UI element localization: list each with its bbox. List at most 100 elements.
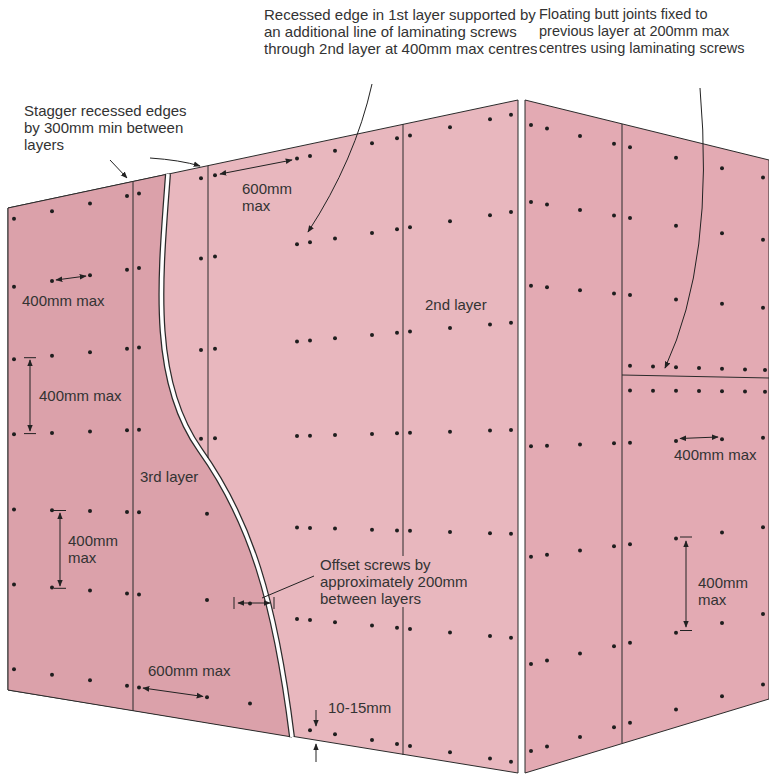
screw-dot xyxy=(395,431,399,435)
screw-dot xyxy=(578,443,582,447)
screw-dot xyxy=(651,365,655,369)
screw-dot xyxy=(213,436,217,440)
leader-line xyxy=(308,84,372,232)
screw-dot xyxy=(333,732,337,736)
screw-dot xyxy=(395,331,399,335)
screw-dot xyxy=(395,742,399,746)
dimension-tick xyxy=(54,510,66,511)
dimension-tick xyxy=(24,433,36,434)
screw-dot xyxy=(125,194,129,198)
screw-dot xyxy=(488,117,492,121)
screw-dot xyxy=(199,437,203,441)
dimension-label: 400mm max xyxy=(672,446,759,463)
screw-dot xyxy=(628,216,632,220)
screw-dot xyxy=(295,434,299,438)
screw-dot xyxy=(125,592,129,596)
callout-note: Stagger recessed edges by 300mm min betw… xyxy=(22,102,198,153)
screw-dot xyxy=(545,127,549,131)
screw-dot xyxy=(720,231,724,235)
screw-dot xyxy=(612,544,616,548)
screw-dot xyxy=(509,113,513,117)
dimension-line xyxy=(60,513,61,586)
screw-dot xyxy=(578,288,582,292)
screw-dot xyxy=(529,555,533,559)
screw-dot xyxy=(720,621,724,625)
screw-dot xyxy=(509,321,513,325)
screw-dot xyxy=(12,217,16,221)
screw-dot xyxy=(12,432,16,436)
screw-dot xyxy=(720,437,724,441)
board-joint xyxy=(622,124,623,743)
screw-dot xyxy=(529,662,533,666)
screw-dot xyxy=(628,293,632,297)
dimension-line xyxy=(686,541,687,627)
screw-dot xyxy=(395,528,399,532)
layer-name: 3rd layer xyxy=(138,468,200,485)
screw-dot xyxy=(125,684,129,688)
screw-dot xyxy=(213,173,217,177)
screw-dot xyxy=(88,273,92,277)
screw-dot xyxy=(448,530,452,534)
screw-dot xyxy=(408,431,412,435)
dimension-label: 400mm max xyxy=(696,574,752,608)
screw-dot xyxy=(628,441,632,445)
layer-name: 2nd layer xyxy=(423,296,489,313)
dimension-line xyxy=(56,276,86,280)
screw-dot xyxy=(488,429,492,433)
screw-dot xyxy=(308,728,312,732)
dimension-line xyxy=(30,360,31,431)
screw-dot xyxy=(205,695,209,699)
screw-dot xyxy=(448,219,452,223)
screw-dot xyxy=(628,364,632,368)
screw-dot xyxy=(137,266,141,270)
screw-dot xyxy=(612,441,616,445)
screw-dot xyxy=(720,531,724,535)
screw-dot xyxy=(50,279,54,283)
screw-dot xyxy=(509,210,513,214)
screw-dot xyxy=(295,242,299,246)
screw-dot xyxy=(578,134,582,138)
screw-dot xyxy=(720,367,724,371)
screw-dot xyxy=(137,428,141,432)
screw-dot xyxy=(88,678,92,682)
screw-dot xyxy=(125,347,129,351)
screw-dot xyxy=(763,390,767,394)
screw-dot xyxy=(628,388,632,392)
dimension-tick xyxy=(680,537,692,538)
screw-dot xyxy=(125,428,129,432)
screw-dot xyxy=(205,598,209,602)
screw-dot xyxy=(674,297,678,301)
screw-dot xyxy=(488,323,492,327)
screw-dot xyxy=(448,430,452,434)
screw-dot xyxy=(448,630,452,634)
screw-dot xyxy=(612,644,616,648)
screw-dot xyxy=(743,390,747,394)
screw-dot xyxy=(674,439,678,443)
screw-dot xyxy=(529,284,533,288)
screw-dot xyxy=(720,166,724,170)
screw-dot xyxy=(370,738,374,742)
dimension-line xyxy=(680,437,718,439)
screw-dot xyxy=(578,651,582,655)
screw-dot xyxy=(308,154,312,158)
dimension-line xyxy=(316,744,317,762)
screw-dot xyxy=(370,528,374,532)
screw-dot xyxy=(370,141,374,145)
screw-dot xyxy=(137,192,141,196)
screw-dot xyxy=(408,330,412,334)
screw-dot xyxy=(743,367,747,371)
screw-dot xyxy=(308,338,312,342)
screw-dot xyxy=(50,354,54,358)
screw-dot xyxy=(295,617,299,621)
screw-dot xyxy=(137,346,141,350)
leader-line xyxy=(665,88,703,368)
torn-edge-gap xyxy=(161,174,292,737)
screw-dot xyxy=(628,641,632,645)
screw-dot xyxy=(88,430,92,434)
screw-dot xyxy=(612,292,616,296)
screw-dot xyxy=(205,512,209,516)
screw-dot xyxy=(545,553,549,557)
callout-note: Floating butt joints fixed to previous l… xyxy=(537,6,767,57)
screw-dot xyxy=(333,149,337,153)
screw-dot xyxy=(628,721,632,725)
